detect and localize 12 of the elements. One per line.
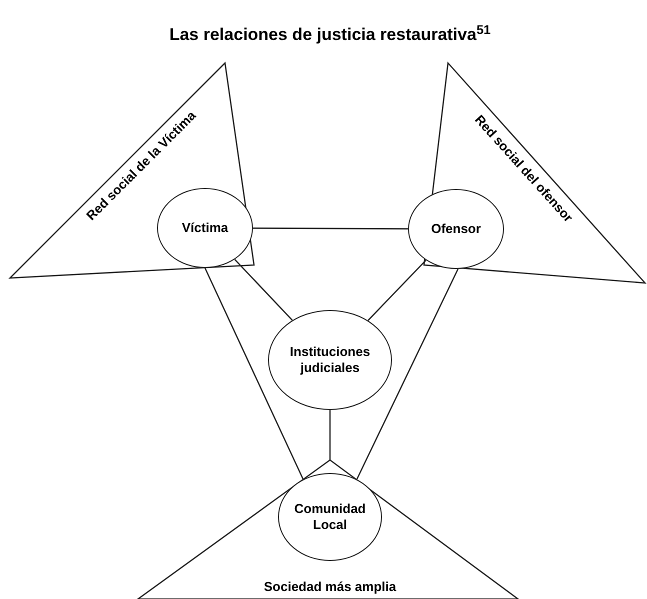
diagram-title: Las relaciones de justicia restaurativa$^{51}$ <box>168 22 492 46</box>
region-label: Sociedad más amplia <box>262 580 398 593</box>
connector-line <box>368 260 426 321</box>
node-label: Ofensor <box>430 220 482 238</box>
connector-line <box>356 268 459 480</box>
node-label: Víctima <box>180 220 230 236</box>
node-label: Instituciones judiciales <box>288 344 372 376</box>
connector-line <box>204 268 304 480</box>
connector-line <box>329 410 331 460</box>
connector-line <box>253 228 408 230</box>
node-label: Comunidad Local <box>293 500 367 534</box>
connector-line <box>234 258 293 321</box>
